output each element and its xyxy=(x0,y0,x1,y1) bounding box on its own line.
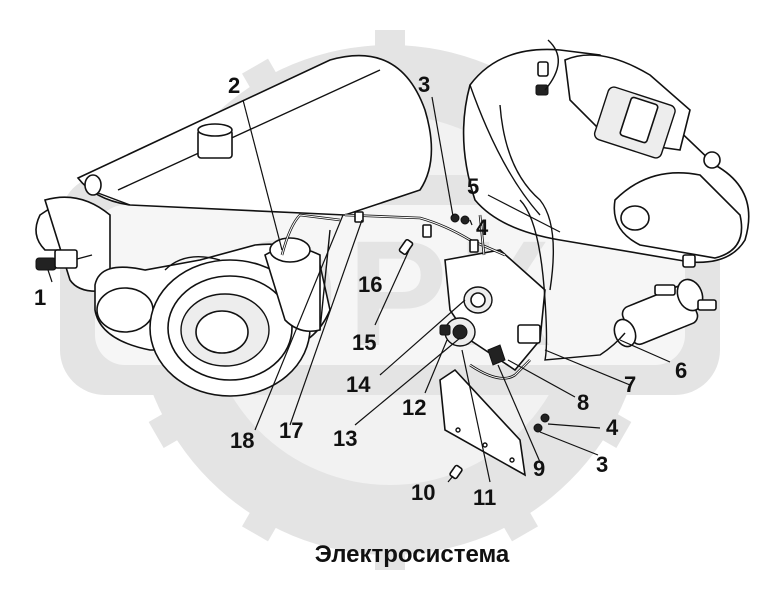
callout-2: 2 xyxy=(228,73,240,98)
callout-3-lower: 3 xyxy=(596,452,608,477)
callout-1: 1 xyxy=(34,285,46,310)
callout-15: 15 xyxy=(352,330,376,355)
callout-17: 17 xyxy=(279,418,303,443)
callout-9: 9 xyxy=(533,456,545,481)
callout-numbers: 1 2 3 4 5 6 7 8 9 10 11 12 13 14 15 16 1… xyxy=(34,72,687,510)
wiring xyxy=(280,104,626,380)
starter-motor xyxy=(462,39,750,268)
callout-8: 8 xyxy=(577,390,589,415)
callout-16: 16 xyxy=(358,272,382,297)
callout-3: 3 xyxy=(418,72,430,97)
callout-18: 18 xyxy=(230,428,254,453)
callout-4: 4 xyxy=(476,215,489,240)
callout-5: 5 xyxy=(467,174,479,199)
callout-12: 12 xyxy=(402,395,426,420)
leader-lines xyxy=(47,96,671,483)
callout-13: 13 xyxy=(333,426,357,451)
callout-10: 10 xyxy=(411,480,435,505)
callout-14: 14 xyxy=(346,372,371,397)
callout-11: 11 xyxy=(473,485,496,510)
left-bracket xyxy=(35,196,111,293)
callout-7: 7 xyxy=(624,372,636,397)
callout-4-lower: 4 xyxy=(606,415,619,440)
mounting-plate xyxy=(398,213,550,480)
diagram-caption: Электросистема xyxy=(315,541,510,568)
generator xyxy=(94,237,331,397)
fuel-tank xyxy=(76,54,433,216)
callout-6: 6 xyxy=(675,358,687,383)
